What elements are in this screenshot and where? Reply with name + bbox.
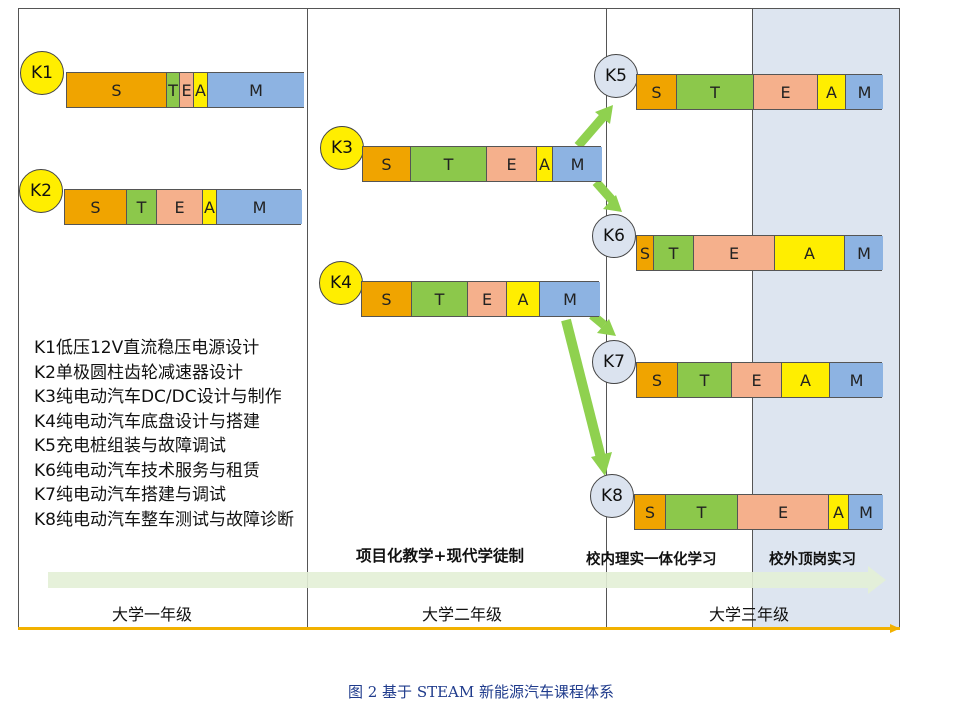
arrow-k4-to-k7	[589, 311, 616, 336]
divider-internship	[752, 8, 753, 630]
segment-e: E	[732, 363, 782, 397]
segment-e: E	[468, 282, 507, 316]
year-1-label: 大学一年级	[112, 605, 193, 624]
segment-e: E	[180, 73, 194, 107]
segment-s: S	[637, 236, 654, 270]
node-k7-circle: K7	[592, 340, 636, 384]
segment-e: E	[738, 495, 829, 529]
segment-m: M	[846, 75, 883, 109]
segment-e: E	[157, 190, 203, 224]
segment-m: M	[849, 495, 883, 529]
year-2-label: 大学二年级	[422, 605, 503, 624]
course-legend: K1低压12V直流稳压电源设计 K2单极圆柱齿轮减速器设计 K3纯电动汽车DC/…	[34, 336, 294, 532]
segment-t: T	[411, 147, 487, 181]
node-k3-circle: K3	[320, 126, 364, 170]
node-k2-circle: K2	[19, 169, 63, 213]
segment-t: T	[678, 363, 732, 397]
segment-a: A	[818, 75, 846, 109]
phase-project-label: 项目化教学+现代学徒制	[356, 547, 524, 565]
legend-item: K3纯电动汽车DC/DC设计与制作	[34, 387, 282, 407]
node-k5-circle: K5	[594, 54, 638, 98]
segment-t: T	[677, 75, 754, 109]
segment-s: S	[67, 73, 167, 107]
arrow-k4-to-k8	[561, 318, 612, 476]
segment-s: S	[65, 190, 127, 224]
figure-caption: 图 2 基于 STEAM 新能源汽车课程体系	[347, 683, 615, 701]
segment-a: A	[537, 147, 553, 181]
phase-external-label: 校外顶岗实习	[769, 552, 856, 568]
segment-s: S	[637, 363, 678, 397]
arrow-k3-to-k6	[592, 179, 622, 212]
segment-a: A	[829, 495, 849, 529]
legend-item: K2单极圆柱齿轮减速器设计	[34, 362, 243, 383]
year-3-label: 大学三年级	[709, 605, 790, 624]
segment-a: A	[782, 363, 830, 397]
segment-m: M	[540, 282, 600, 316]
segment-s: S	[635, 495, 666, 529]
axis-arrowhead	[890, 624, 900, 633]
node-k1-circle: K1	[20, 51, 64, 95]
segment-a: A	[203, 190, 217, 224]
legend-item: K8纯电动汽车整车测试与故障诊断	[34, 509, 294, 530]
node-k6-circle: K6	[592, 214, 636, 258]
segment-m: M	[845, 236, 883, 270]
legend-item: K4纯电动汽车底盘设计与搭建	[34, 411, 260, 432]
arrow-k3-to-k5	[574, 105, 613, 149]
segment-t: T	[167, 73, 180, 107]
segment-m: M	[830, 363, 883, 397]
segment-e: E	[754, 75, 818, 109]
segment-a: A	[194, 73, 208, 107]
segment-a: A	[507, 282, 540, 316]
divider-year1-year2	[307, 8, 308, 630]
segment-s: S	[362, 282, 412, 316]
phase-school-label: 校内理实一体化学习	[586, 552, 717, 568]
segment-t: T	[127, 190, 157, 224]
legend-item: K7纯电动汽车搭建与调试	[34, 485, 226, 505]
segment-e: E	[487, 147, 537, 181]
timeline-axis	[18, 627, 900, 630]
node-k8-circle: K8	[590, 474, 634, 518]
progress-arrow	[48, 566, 886, 594]
legend-item: K6纯电动汽车技术服务与租赁	[34, 460, 260, 481]
segment-t: T	[412, 282, 468, 316]
segment-m: M	[553, 147, 602, 181]
segment-e: E	[694, 236, 775, 270]
divider-year2-year3	[606, 8, 607, 630]
segment-s: S	[363, 147, 411, 181]
legend-item: K1低压12V直流稳压电源设计	[34, 338, 260, 358]
segment-t: T	[666, 495, 738, 529]
segment-s: S	[637, 75, 677, 109]
segment-m: M	[208, 73, 304, 107]
node-k4-circle: K4	[319, 261, 363, 305]
segment-t: T	[654, 236, 694, 270]
segment-m: M	[217, 190, 302, 224]
segment-a: A	[775, 236, 845, 270]
diagram-frame	[18, 8, 900, 630]
legend-item: K5充电桩组装与故障调试	[34, 436, 226, 456]
